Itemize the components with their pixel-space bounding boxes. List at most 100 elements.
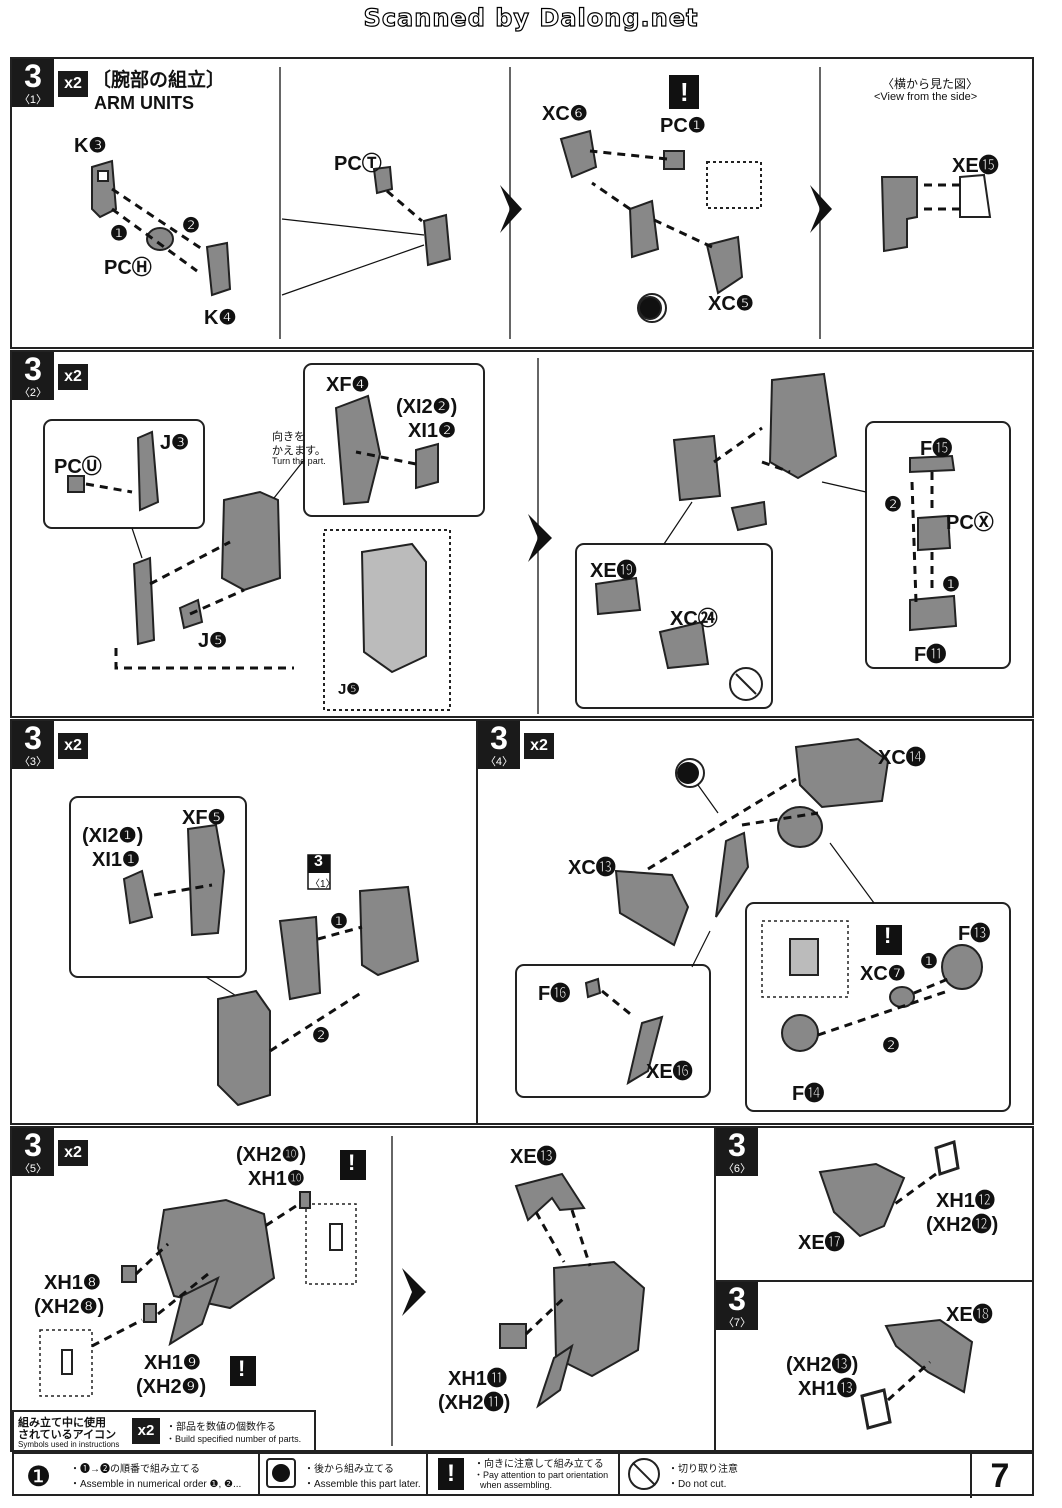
- label-j5-detail: J❺: [338, 681, 360, 698]
- part-sub-assembly: [672, 434, 722, 502]
- multiplier-badge: x2: [58, 1140, 88, 1166]
- label-xh111: XH1⓫: [448, 1368, 507, 1390]
- step-6-illustration: [818, 1140, 960, 1238]
- step-5-illustration: [39, 1136, 646, 1446]
- step-number: 3: [12, 352, 54, 386]
- part-upper-arm: [768, 372, 838, 480]
- part-f11: [909, 594, 958, 632]
- step-7-illustration: [860, 1318, 974, 1430]
- part-xh111: [499, 1323, 527, 1349]
- label-pch: PCⒽ: [104, 257, 152, 279]
- step-badge: 3 〈2〉 x2: [12, 352, 88, 400]
- multiplier-badge: x2: [58, 71, 88, 97]
- label-f14: F⓮: [792, 1083, 825, 1105]
- do-not-cut-icon: [628, 1458, 660, 1490]
- label-f16: F⓰: [538, 983, 571, 1005]
- legend-later-en: ・Assemble this part later.: [304, 1479, 421, 1490]
- label-xi21: (XI2❶): [82, 825, 144, 847]
- part-xh113: [860, 1388, 892, 1430]
- part-xe19: [594, 576, 642, 616]
- part-xc5: [705, 235, 744, 295]
- step-2-illustration: [43, 358, 1011, 714]
- legend-order-jp: ・❶→❷の順番で組み立てる: [70, 1464, 200, 1475]
- part-joint: [730, 500, 768, 532]
- step-sub: 〈6〉: [716, 1162, 758, 1176]
- legend-attn-en2: when assembling.: [480, 1480, 553, 1490]
- multiplier-badge: x2: [524, 733, 554, 759]
- label-xc6: XC❻: [542, 103, 588, 125]
- part-pch: [146, 227, 174, 251]
- part-f13: [941, 944, 983, 990]
- label-xe19: XE⓳: [590, 560, 637, 582]
- legend-order-en: ・Assemble in numerical order ❶, ❷...: [70, 1479, 242, 1490]
- step-order-2: ❷: [884, 494, 902, 516]
- label-xc7: XC❼: [860, 963, 906, 985]
- label-xi22: (XI2❷): [396, 396, 458, 418]
- part-xf5-assembled: [217, 989, 271, 1107]
- label-j5: J❺: [198, 630, 228, 652]
- label-f13: F⓭: [958, 923, 991, 945]
- step-sub: 〈2〉: [12, 386, 54, 400]
- part-j3: [136, 430, 160, 512]
- label-xe15: XE⓯: [952, 155, 999, 177]
- assemble-later-icon: [266, 1458, 296, 1488]
- part-xf4: [334, 394, 382, 506]
- legend-title-en: Symbols used in instructions: [18, 1440, 120, 1449]
- divider: [258, 1454, 260, 1494]
- step-badge: 3 〈4〉 x2: [478, 721, 554, 769]
- part-xc6b: [628, 199, 660, 259]
- label-xh211: (XH2⓫): [438, 1392, 511, 1414]
- part-xi11: [122, 869, 154, 925]
- attention-icon: !: [680, 77, 689, 107]
- label-xi12: XI1❷: [408, 420, 456, 442]
- label-pcu: PCⓊ: [54, 456, 102, 478]
- label-f15: F⓯: [920, 438, 953, 460]
- part-xh110: [299, 1191, 311, 1209]
- part-strut: [715, 831, 750, 918]
- legend-attn-en1: ・Pay attention to part orientation: [474, 1470, 609, 1480]
- part-xe13: [514, 1172, 586, 1222]
- label-xh110: XH1❿: [248, 1168, 305, 1190]
- part-xc6: [559, 129, 598, 179]
- label-xf5: XF❺: [182, 807, 226, 829]
- label-f11: F⓫: [914, 644, 947, 666]
- label-xi11: XI1❶: [92, 849, 140, 871]
- label-xh113: XH1⓭: [798, 1378, 857, 1400]
- side-view-en: <View from the side>: [874, 91, 978, 103]
- part-arm-body: [358, 885, 420, 977]
- part-xe16: [626, 1015, 664, 1086]
- attention-icon: !: [238, 1356, 246, 1381]
- label-xc13: XC⓭: [568, 857, 616, 879]
- step-sub: 〈5〉: [12, 1162, 54, 1176]
- step-number: 3: [716, 1282, 758, 1316]
- step-3-5-panel: 3 〈5〉 x2 (XH2❿) XH1❿ ! XH1❽ (: [10, 1126, 716, 1452]
- label-xh28: (XH2❽): [34, 1296, 105, 1318]
- part-k4: [205, 241, 232, 297]
- label-xc5: XC❺: [708, 293, 754, 315]
- part-xh19: [143, 1303, 157, 1323]
- part-xi12: [415, 442, 439, 490]
- side-view-jp: 〈横から見た図〉: [882, 77, 979, 91]
- legend-top: 組み立て中に使用 されているアイコン Symbols used in instr…: [12, 1410, 316, 1452]
- part-xf5: [186, 823, 226, 937]
- legend-title-jp2: されているアイコン: [18, 1429, 117, 1441]
- step-badge: 3 〈3〉 x2: [12, 721, 88, 769]
- multiplier-badge: x2: [58, 733, 88, 759]
- part-xe17: [818, 1162, 906, 1238]
- part-strut-a: [168, 1276, 220, 1347]
- label-xe17: XE⓱: [798, 1232, 845, 1254]
- legend-order-icon: ❶: [26, 1461, 52, 1492]
- step-order-2: ❷: [182, 215, 200, 237]
- step-badge: 3 〈5〉 x2: [12, 1128, 88, 1176]
- label-xh19: XH1❾: [144, 1352, 201, 1374]
- legend-bottom: ❶ ・❶→❷の順番で組み立てる ・Assemble in numerical o…: [12, 1452, 1034, 1498]
- label-xh112: XH1⓬: [936, 1190, 995, 1212]
- step-sub: 〈3〉: [12, 755, 54, 769]
- step-badge: 3 〈6〉: [716, 1128, 788, 1176]
- label-pcx: PCⓍ: [946, 512, 994, 534]
- part-xh18: [121, 1265, 137, 1283]
- label-xh210: (XH2❿): [236, 1144, 307, 1166]
- step-3-6-panel: 3 〈6〉 XH1⓬ (XH2⓬) XE⓱: [714, 1126, 1034, 1282]
- label-xe13: XE⓭: [510, 1146, 557, 1168]
- step-3-2-panel: 3 〈2〉 x2: [10, 350, 1034, 718]
